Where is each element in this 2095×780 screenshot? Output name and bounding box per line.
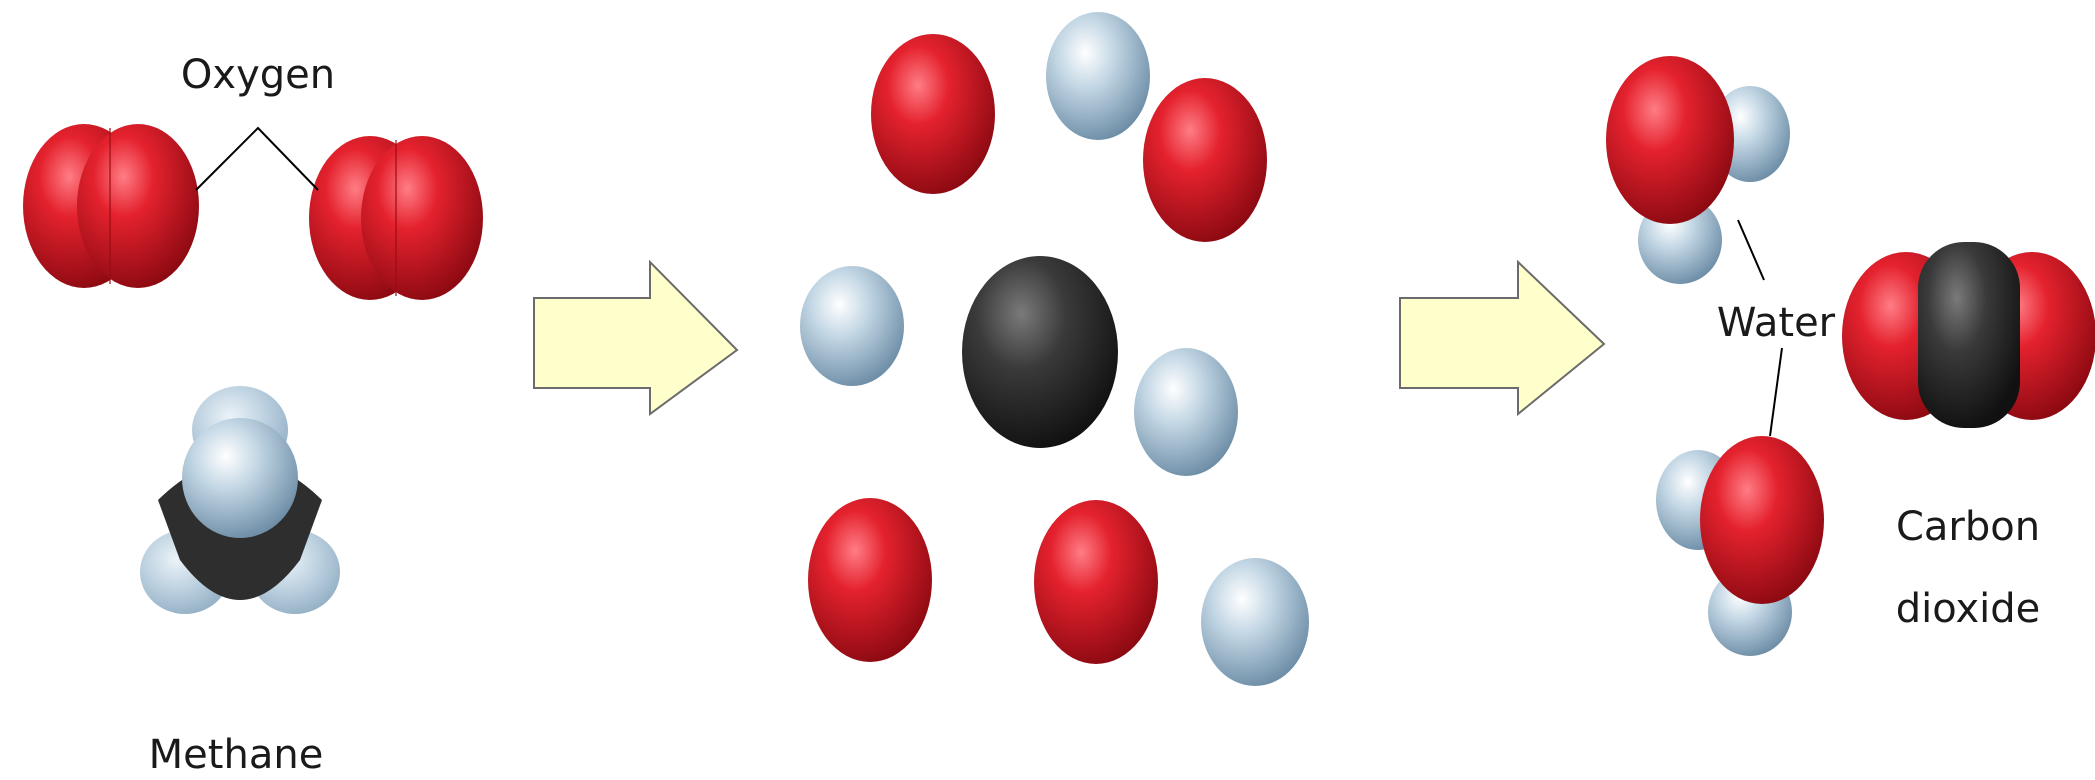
hydrogen-atom xyxy=(1046,12,1150,140)
oxygen-atom xyxy=(1034,500,1158,664)
oxygen-atom xyxy=(808,498,932,662)
separated-atoms xyxy=(800,12,1309,686)
reaction-arrow-1 xyxy=(534,262,737,414)
methane-molecule xyxy=(140,386,340,614)
carbon-dioxide-molecule xyxy=(1842,242,2095,428)
oxygen-molecule-left xyxy=(23,124,199,288)
oxygen-leader-line xyxy=(196,128,318,190)
reaction-arrow-2 xyxy=(1400,262,1604,414)
methane-label: Methane xyxy=(149,732,324,778)
water-leader-bottom xyxy=(1770,348,1782,436)
oxygen-label: Oxygen xyxy=(181,52,335,98)
hydrogen-atom xyxy=(1134,348,1238,476)
oxygen-atom xyxy=(871,34,995,194)
water-molecule-top xyxy=(1606,56,1790,284)
carbon-dioxide-label-line1: Carbon xyxy=(1896,504,2040,550)
hydrogen-atom xyxy=(800,266,904,386)
carbon-atom xyxy=(962,256,1118,448)
water-molecule-bottom xyxy=(1656,436,1824,656)
water-label: Water xyxy=(1717,300,1836,346)
hydrogen-atom xyxy=(1201,558,1309,686)
water-leader-top xyxy=(1738,220,1764,280)
oxygen-atom xyxy=(1143,78,1267,242)
oxygen-molecule-right xyxy=(309,136,483,300)
carbon-dioxide-label-line2: dioxide xyxy=(1896,586,2041,632)
